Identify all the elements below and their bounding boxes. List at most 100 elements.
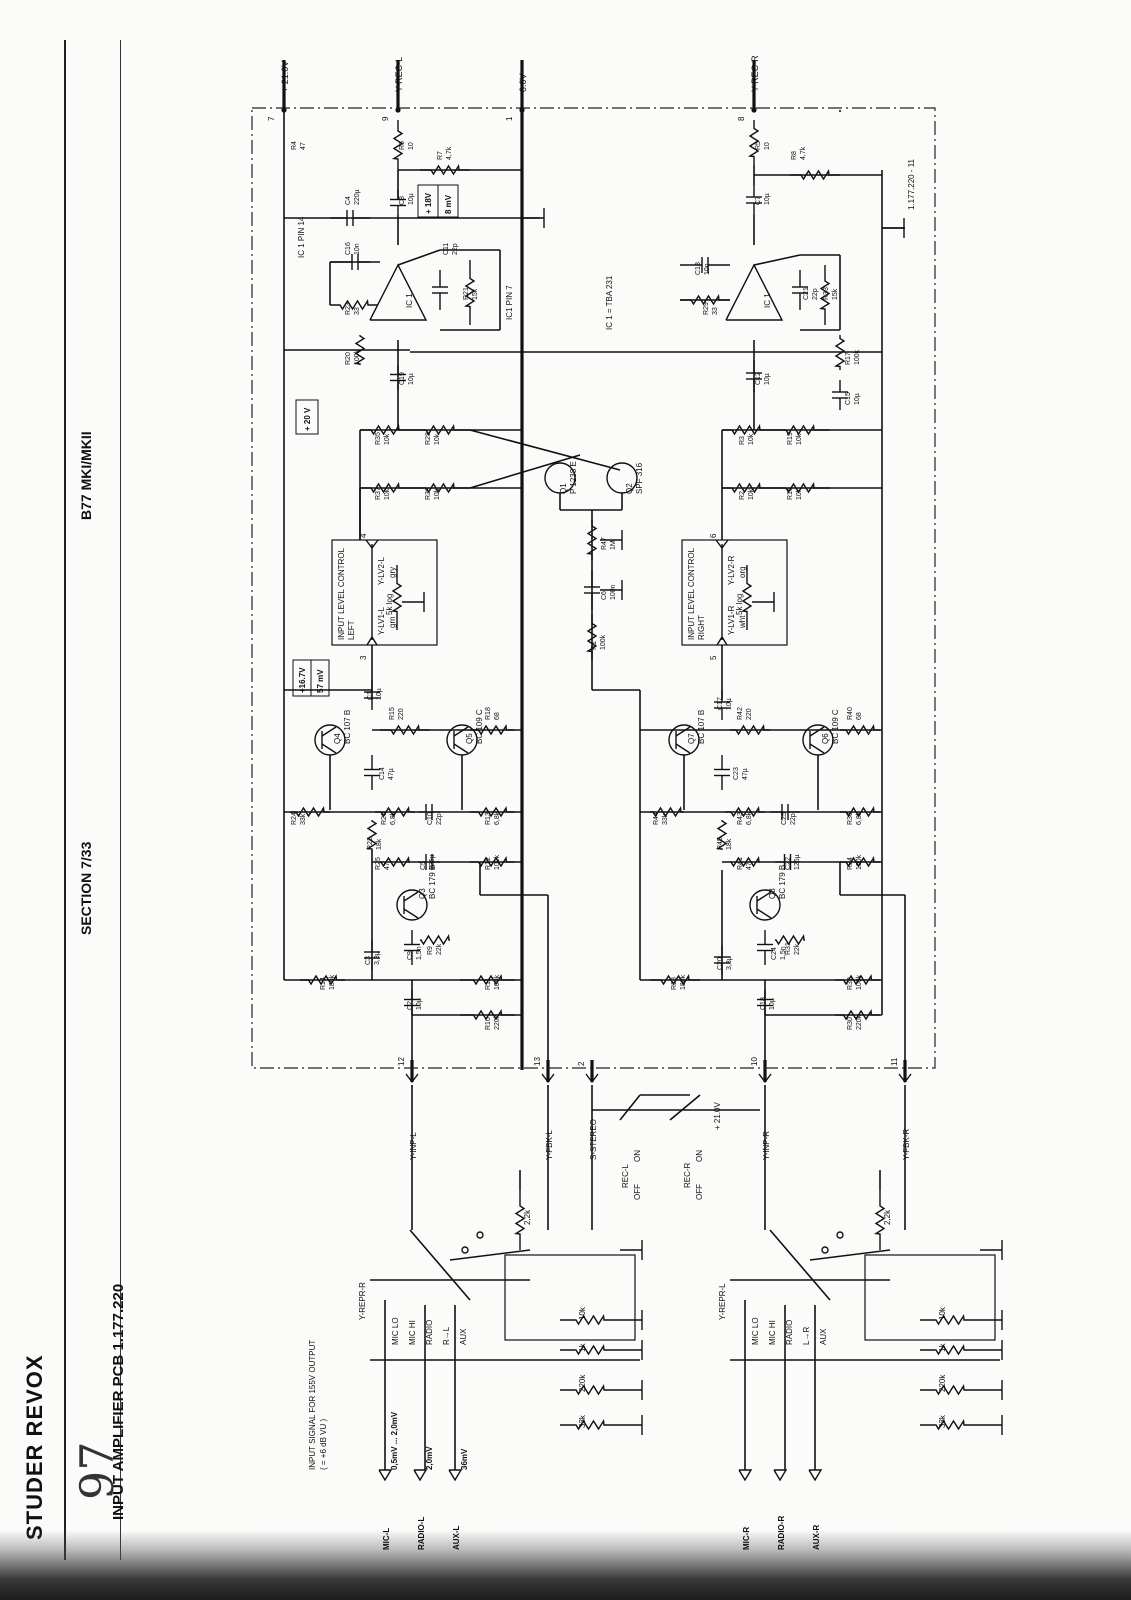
transistor-type: SPF 316 — [635, 462, 644, 494]
component-ref: C13 — [695, 262, 702, 275]
rail-pin: 9 — [381, 116, 390, 121]
component-ref: C12 — [755, 372, 762, 385]
wire — [769, 1229, 831, 1301]
switch-rec-r: REC-R — [683, 1162, 692, 1188]
component-value: 100k — [354, 349, 361, 365]
q8-transistor — [749, 889, 781, 921]
component-ref: R19 — [787, 432, 794, 445]
wire — [753, 254, 801, 266]
component-ref: R33 — [823, 287, 830, 300]
input-jack-symbol — [738, 1469, 753, 1482]
component-value: 18k — [726, 838, 733, 850]
rail-pin: 7 — [267, 116, 276, 121]
component-value: 33k — [662, 813, 669, 825]
component-ref: R4 — [291, 141, 298, 150]
selector-resistor — [560, 1383, 620, 1396]
level-control-box — [331, 539, 438, 646]
component-ref: R9 — [427, 946, 434, 955]
component-ref: C9 — [407, 951, 414, 960]
level-control-box — [681, 539, 788, 646]
component-value: 22p — [436, 813, 443, 825]
component-value: 220 — [746, 708, 753, 720]
voltage-callout: 8 mV — [444, 194, 453, 214]
q8-transistor — [756, 891, 772, 902]
wire — [809, 1249, 891, 1261]
wire-color: grn — [388, 616, 397, 628]
ic-label: IC 1 — [763, 293, 772, 308]
r9-resistor — [420, 933, 450, 946]
switch-off: OFF — [695, 1184, 704, 1200]
junction-dot — [395, 107, 401, 113]
switch-rec-l: REC-L — [621, 1163, 630, 1188]
component-ref: C3 — [365, 956, 372, 965]
component-ref: R32 — [847, 977, 854, 990]
connector-pin: 13 — [533, 1057, 542, 1066]
r21-resistor — [463, 260, 476, 325]
component-ref: C7 — [755, 196, 762, 205]
selector-position-label: RADIO — [425, 1320, 434, 1345]
component-value: 100k — [856, 854, 863, 870]
r16-resistor — [770, 481, 830, 494]
component-ref: C20 — [717, 957, 724, 970]
component-value: 100n — [610, 584, 617, 600]
transistor-ref: Q1 — [559, 483, 568, 494]
component-ref: R28 — [425, 432, 432, 445]
component-value: 33 — [712, 307, 719, 315]
component-ref: R37 — [375, 487, 382, 500]
resistor-value: 1k — [578, 1343, 587, 1352]
r13-resistor — [470, 805, 515, 818]
junction-dot — [751, 107, 757, 113]
component-value: 10k — [434, 488, 441, 500]
component-ref: C24 — [771, 947, 778, 960]
component-value: 220k — [856, 1014, 863, 1030]
component-value: 10k — [748, 433, 755, 445]
selector-resistor — [920, 1383, 980, 1396]
wire — [397, 249, 441, 266]
input-jack-symbol — [773, 1469, 788, 1482]
level-wire-label: Y-LV2-L — [377, 556, 386, 585]
component-value: 180k — [329, 974, 336, 990]
component-ref: R45 — [717, 837, 724, 850]
resistor-value: 220k — [938, 1374, 947, 1392]
component-value: 100k — [494, 854, 501, 870]
component-value: 33k — [300, 813, 307, 825]
transistor-ref: Q3 — [418, 888, 427, 899]
connector-arrow — [715, 539, 729, 550]
component-ref: C14 — [379, 767, 386, 780]
component-ref: R10 — [485, 1017, 492, 1030]
switch-on: ON — [695, 1150, 704, 1162]
rail-label: + 21.0V — [280, 61, 290, 92]
q8-transistor — [756, 908, 772, 919]
component-ref: R41 — [737, 857, 744, 870]
component-value: 68 — [494, 712, 501, 720]
selector-resistor — [920, 1343, 980, 1356]
component-value: 10µ — [769, 998, 776, 1010]
wire — [469, 454, 581, 489]
component-ref: R25 — [375, 857, 382, 870]
component-ref: C25 — [781, 812, 788, 825]
q3-transistor — [396, 889, 428, 921]
component-value: 10µ — [726, 698, 733, 710]
connector-label: Y-INP-R — [762, 1131, 771, 1160]
wire — [409, 1229, 471, 1301]
level-wire-label: Y-LV2-R — [727, 555, 736, 585]
connector-arrow — [898, 1073, 912, 1084]
resistor-value: 10k — [938, 1306, 947, 1320]
component-value: 22k — [794, 943, 801, 955]
transistor-ref: Q8 — [768, 888, 777, 899]
component-value: 100k — [600, 634, 607, 650]
r35-resistor — [360, 423, 410, 436]
component-value: 22p — [790, 813, 797, 825]
selector-resistor — [920, 1313, 980, 1326]
q3-transistor — [403, 908, 419, 919]
component-ref: R8 — [791, 151, 798, 160]
voltage-callout-box — [295, 399, 319, 435]
component-ref: R16 — [787, 487, 794, 500]
input-jack-symbol — [413, 1469, 428, 1482]
connector-arrow — [758, 1073, 772, 1084]
component-value: 100k — [856, 974, 863, 990]
selector-position-label: MIC LO — [391, 1317, 400, 1345]
transistor-type: P 1238 E — [569, 461, 578, 494]
